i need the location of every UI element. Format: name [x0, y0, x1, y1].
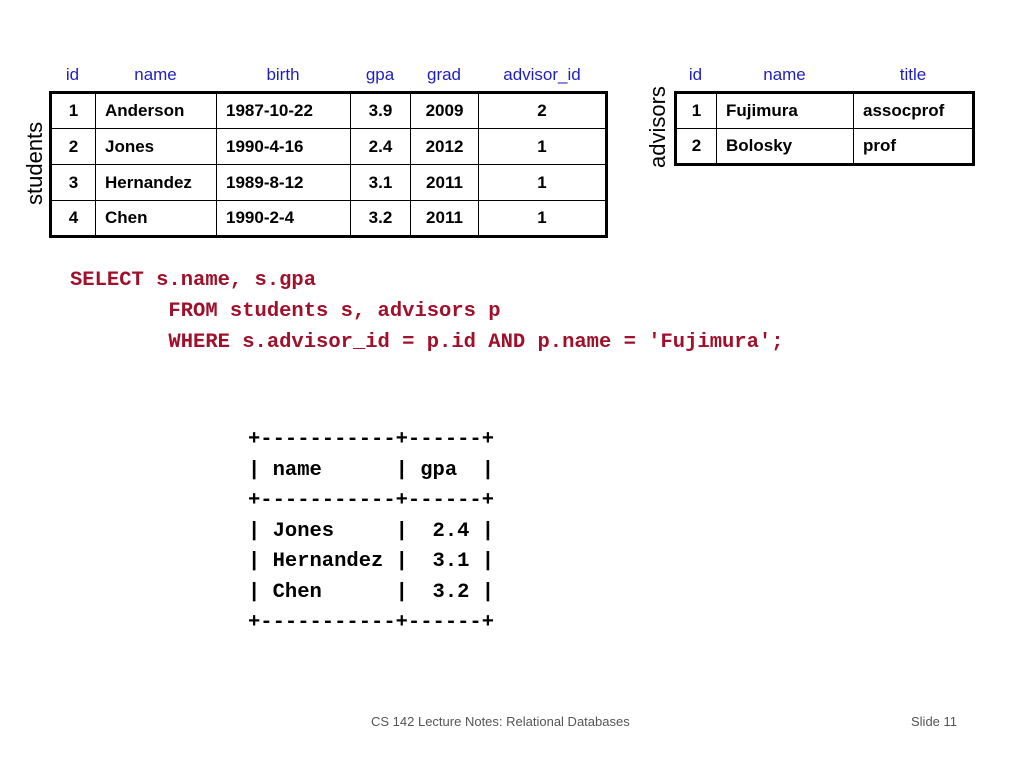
- table-row: 2 Bolosky prof: [675, 128, 974, 165]
- students-cell-gpa: 2.4: [350, 128, 411, 165]
- students-table-label: students: [22, 121, 47, 205]
- students-table: 1 Anderson 1987-10-22 3.9 2009 2 2 Jones…: [49, 91, 608, 238]
- students-cell-birth: 1987-10-22: [216, 92, 351, 129]
- students-cell-grad: 2012: [410, 128, 479, 165]
- result-border-mid: +-----------+------+: [248, 489, 495, 512]
- advisors-header-title: title: [899, 65, 927, 84]
- result-border-top: +-----------+------+: [248, 428, 495, 451]
- advisors-cell-name: Fujimura: [716, 92, 854, 129]
- table-row: 4 Chen 1990-2-4 3.2 2011 1: [50, 200, 607, 237]
- students-cell-gpa: 3.1: [350, 164, 411, 201]
- advisors-header-id: id: [688, 65, 703, 84]
- students-cell-advisor-id: 2: [478, 92, 607, 129]
- sql-line-select: SELECT s.name, s.gpa: [70, 269, 317, 292]
- result-row: | Jones | 2.4 |: [248, 519, 495, 543]
- advisors-cell-id: 2: [675, 128, 717, 165]
- advisors-cell-id: 1: [675, 92, 717, 129]
- students-cell-gpa: 3.2: [350, 200, 411, 237]
- students-header-gpa: gpa: [365, 65, 395, 84]
- students-cell-name: Hernandez: [95, 164, 217, 201]
- result-header: | name | gpa |: [248, 458, 495, 482]
- advisors-table-label: advisors: [645, 86, 670, 168]
- students-cell-advisor-id: 1: [478, 128, 607, 165]
- advisors-header-name: name: [763, 65, 806, 84]
- students-header-advisor-id: advisor_id: [503, 65, 581, 84]
- footer-course-title: CS 142 Lecture Notes: Relational Databas…: [371, 714, 630, 729]
- sql-query: SELECT s.name, s.gpa FROM students s, ad…: [70, 265, 784, 358]
- students-cell-grad: 2011: [410, 200, 479, 237]
- table-row: 2 Jones 1990-4-16 2.4 2012 1: [50, 128, 607, 165]
- students-cell-name: Anderson: [95, 92, 217, 129]
- advisors-cell-title: assocprof: [853, 92, 974, 129]
- students-header-name: name: [134, 65, 177, 84]
- query-result: +-----------+------+ | name | gpa | +---…: [248, 425, 494, 639]
- result-row: | Hernandez | 3.1 |: [248, 550, 495, 573]
- students-cell-id: 3: [50, 164, 96, 201]
- students-cell-id: 1: [50, 92, 96, 129]
- advisors-cell-name: Bolosky: [716, 128, 854, 165]
- footer-slide-number: Slide 11: [911, 714, 958, 729]
- students-cell-birth: 1990-2-4: [216, 200, 351, 237]
- students-cell-grad: 2009: [410, 92, 479, 129]
- students-cell-name: Chen: [95, 200, 217, 237]
- students-header-birth: birth: [266, 65, 300, 84]
- table-row: 1 Fujimura assocprof: [675, 92, 974, 129]
- table-row: 3 Hernandez 1989-8-12 3.1 2011 1: [50, 164, 607, 201]
- students-cell-birth: 1989-8-12: [216, 164, 351, 201]
- sql-line-from: FROM students s, advisors p: [70, 300, 501, 323]
- table-row: 1 Anderson 1987-10-22 3.9 2009 2: [50, 92, 607, 129]
- advisors-table: 1 Fujimura assocprof 2 Bolosky prof: [674, 91, 975, 166]
- students-cell-birth: 1990-4-16: [216, 128, 351, 165]
- students-cell-id: 2: [50, 128, 96, 165]
- students-header-grad: grad: [426, 65, 462, 84]
- students-cell-gpa: 3.9: [350, 92, 411, 129]
- students-cell-advisor-id: 1: [478, 200, 607, 237]
- result-row: | Chen | 3.2 |: [248, 580, 495, 604]
- result-border-bottom: +-----------+------+: [248, 611, 495, 634]
- students-cell-advisor-id: 1: [478, 164, 607, 201]
- students-cell-id: 4: [50, 200, 96, 237]
- students-header-id: id: [65, 65, 80, 84]
- students-cell-grad: 2011: [410, 164, 479, 201]
- advisors-cell-title: prof: [853, 128, 974, 165]
- students-cell-name: Jones: [95, 128, 217, 165]
- sql-line-where: WHERE s.advisor_id = p.id AND p.name = '…: [70, 331, 784, 354]
